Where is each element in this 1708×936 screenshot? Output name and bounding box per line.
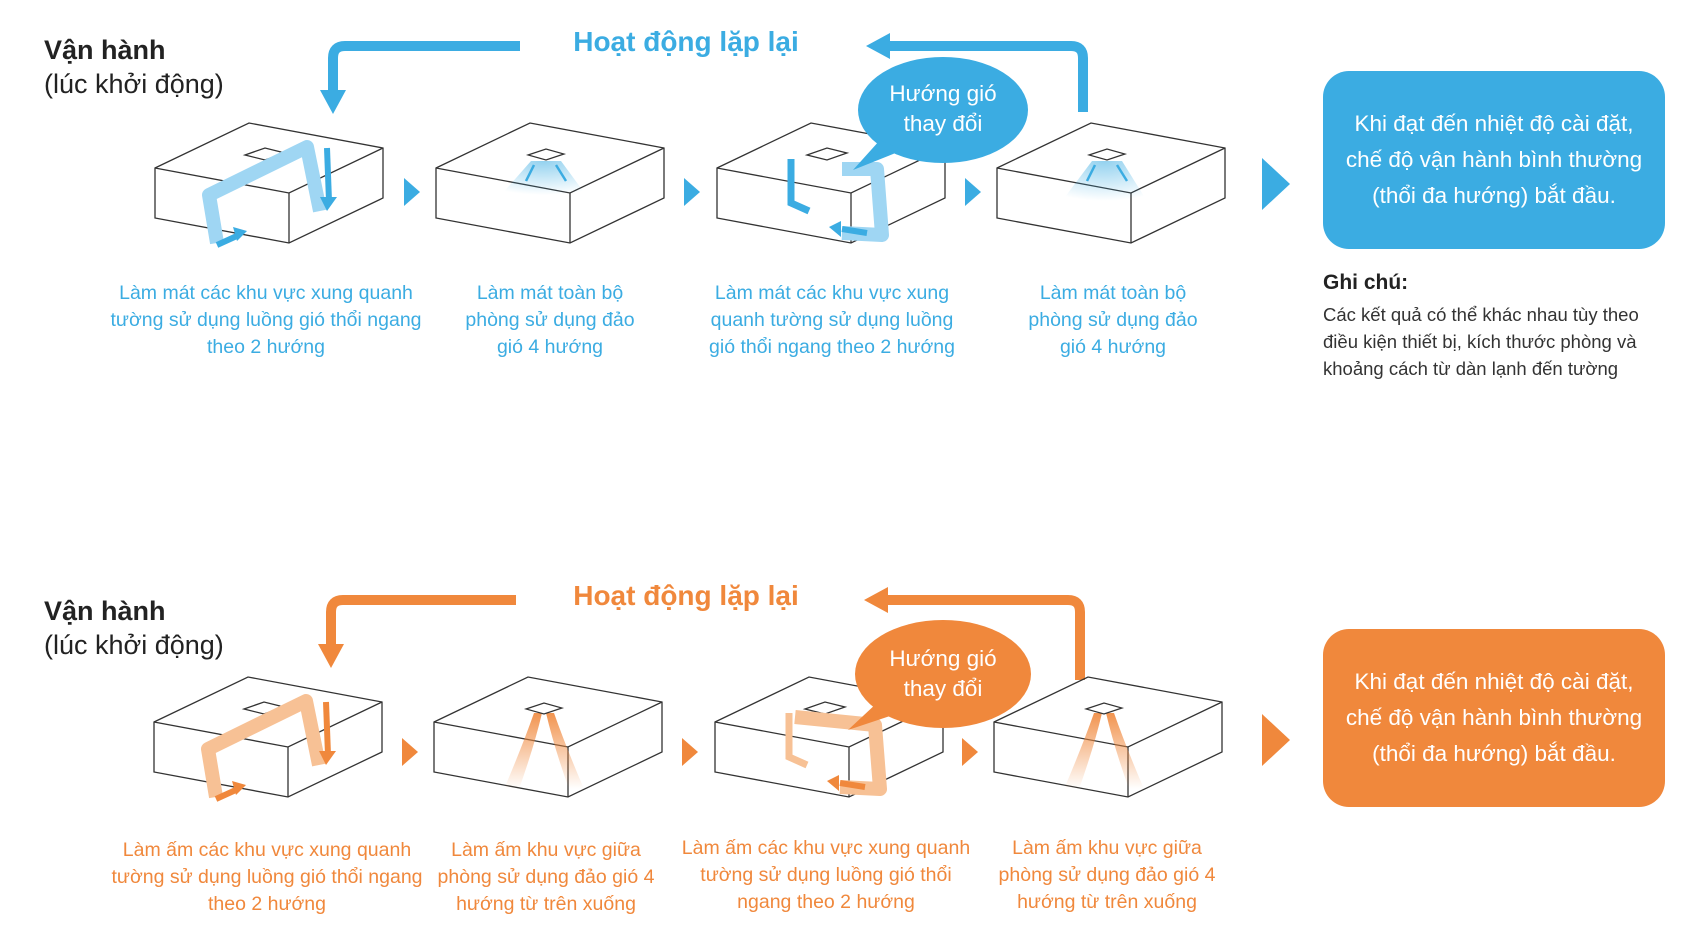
repeat-loop-arrow — [328, 41, 1088, 112]
room-2 — [435, 122, 665, 244]
step-chevron — [402, 738, 418, 766]
step-chevron — [404, 178, 420, 206]
step-chevron — [962, 738, 978, 766]
speech-bubble — [858, 57, 1028, 163]
room-4 — [993, 676, 1223, 798]
operation-title: Vận hành (lúc khởi động) — [44, 35, 224, 99]
room-1 — [154, 122, 384, 248]
bubble-text: Hướng gió thay đổi — [889, 646, 997, 701]
step-chevron — [1262, 714, 1290, 766]
repeat-arrowhead-down — [320, 90, 346, 114]
step-chevron — [1262, 158, 1290, 210]
step-chevron — [682, 738, 698, 766]
repeat-arrowhead-left — [864, 587, 888, 613]
result-text: Khi đạt đến nhiệt độ cài đặt, chế độ vận… — [1345, 669, 1643, 766]
bubble-text: Hướng gió thay đổi — [889, 81, 997, 136]
step-caption-1: Làm mát các khu vực xung quanh tường sử … — [110, 282, 422, 358]
speech-bubble-tail — [848, 702, 902, 730]
room-4 — [996, 122, 1226, 244]
step-caption-4: Làm ấm khu vực giữa phòng sử dụng đảo gi… — [998, 837, 1216, 913]
step-caption-1: Làm ấm các khu vực xung quanh tường sử d… — [111, 839, 423, 915]
speech-bubble-tail — [853, 140, 903, 170]
operation-title: Vận hành (lúc khởi động) — [44, 596, 224, 660]
room-1 — [153, 676, 383, 802]
repeat-arrowhead-left — [866, 33, 890, 59]
repeat-arrowhead-down — [318, 644, 344, 668]
step-caption-4: Làm mát toàn bộ phòng sử dụng đảo gió 4 … — [1028, 282, 1198, 358]
result-box: Khi đạt đến nhiệt độ cài đặt, chế độ vận… — [1323, 71, 1665, 249]
repeat-label: Hoạt động lặp lại — [573, 26, 799, 57]
repeat-loop-arrow — [326, 595, 1085, 680]
step-chevron — [684, 178, 700, 206]
room-3 — [716, 122, 946, 244]
cooling-section: Vận hành (lúc khởi động) Hoạt động lặp l… — [44, 26, 1665, 379]
note-body: Các kết quả có thể khác nhau tùy theo đi… — [1323, 304, 1639, 379]
result-box: Khi đạt đến nhiệt độ cài đặt, chế độ vận… — [1323, 629, 1665, 807]
heating-section: Vận hành (lúc khởi động) Hoạt động lặp l… — [0, 554, 1708, 936]
result-text: Khi đạt đến nhiệt độ cài đặt, chế độ vận… — [1345, 111, 1643, 208]
step-caption-3: Làm mát các khu vực xung quanh tường sử … — [709, 282, 955, 358]
repeat-label: Hoạt động lặp lại — [573, 580, 799, 611]
note-title: Ghi chú: — [1323, 271, 1409, 294]
heating-diagram — [153, 587, 1290, 802]
speech-bubble — [855, 620, 1031, 728]
step-caption-2: Làm ấm khu vực giữa phòng sử dụng đảo gi… — [437, 839, 655, 915]
step-caption-2: Làm mát toàn bộ phòng sử dụng đảo gió 4 … — [465, 282, 635, 358]
step-chevron — [965, 178, 981, 206]
step-caption-3: Làm ấm các khu vực xung quanh tường sử d… — [681, 837, 971, 913]
room-2 — [433, 676, 663, 798]
room-3 — [714, 676, 944, 798]
cooling-diagram — [154, 33, 1290, 248]
